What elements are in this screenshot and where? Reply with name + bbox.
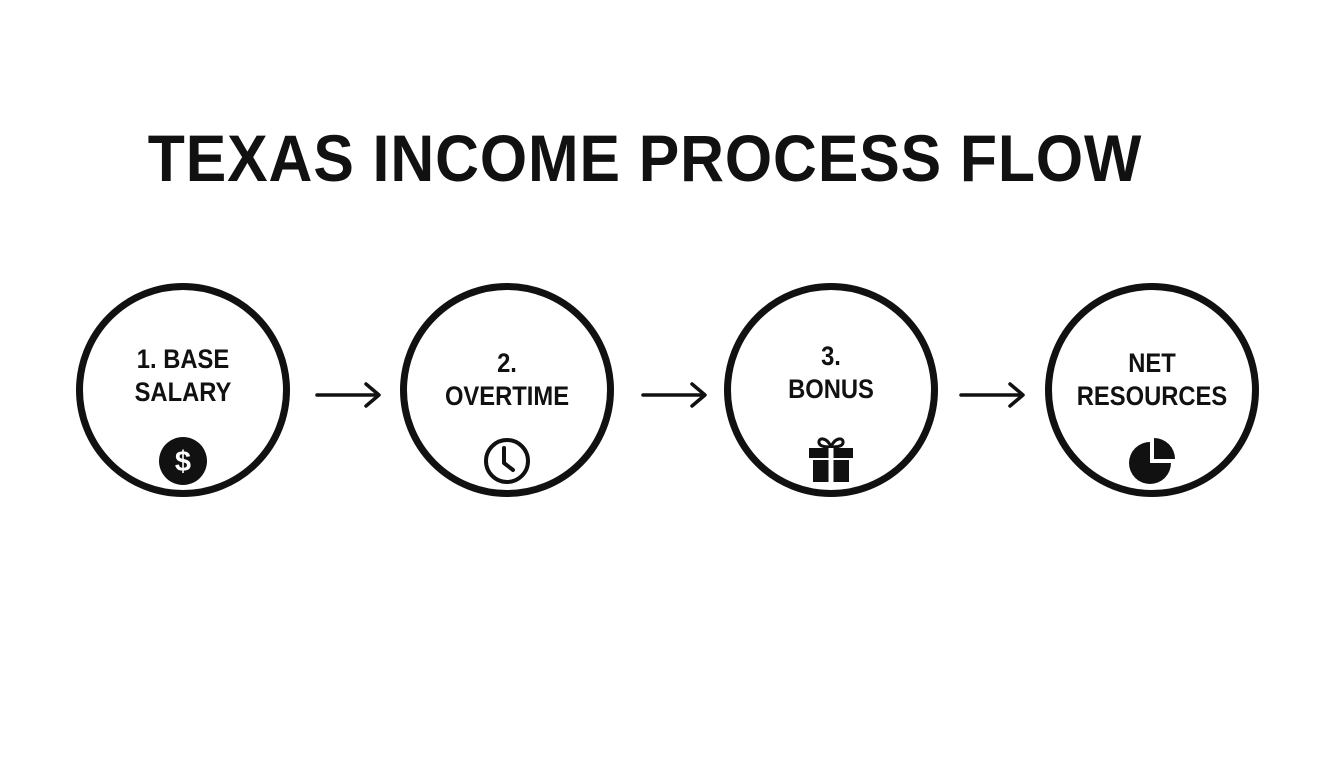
diagram-title: TEXAS INCOME PROCESS FLOW	[147, 121, 1143, 195]
dollar-coin-icon: $	[159, 437, 207, 485]
step-label: 3. BONUS	[743, 340, 919, 406]
gift-icon	[809, 437, 853, 482]
step-overtime: 2. OVERTIME	[400, 283, 614, 497]
step-label-line1: NET	[1128, 348, 1176, 378]
step-bonus: 3. BONUS	[724, 283, 938, 497]
svg-text:$: $	[175, 446, 191, 478]
arrow-icon	[315, 382, 381, 408]
step-label: NET RESOURCES	[1064, 347, 1240, 413]
step-label-line1: 2.	[497, 348, 517, 378]
step-label-line2: BONUS	[788, 374, 874, 404]
arrow-icon	[641, 382, 707, 408]
step-label-line1: 1. BASE	[136, 344, 230, 374]
step-base-salary: 1. BASE SALARY $	[76, 283, 290, 497]
step-label: 2. OVERTIME	[419, 347, 595, 413]
step-label-line1: 3.	[821, 341, 841, 371]
step-label-line2: OVERTIME	[444, 381, 570, 411]
clock-icon	[484, 438, 530, 484]
arrow-icon	[959, 382, 1025, 408]
step-label-line2: SALARY	[134, 377, 232, 407]
step-label: 1. BASE SALARY	[95, 343, 271, 409]
step-net-resources: NET RESOURCES	[1045, 283, 1259, 497]
pie-chart-icon	[1129, 438, 1175, 484]
step-label-line2: RESOURCES	[1076, 381, 1228, 411]
